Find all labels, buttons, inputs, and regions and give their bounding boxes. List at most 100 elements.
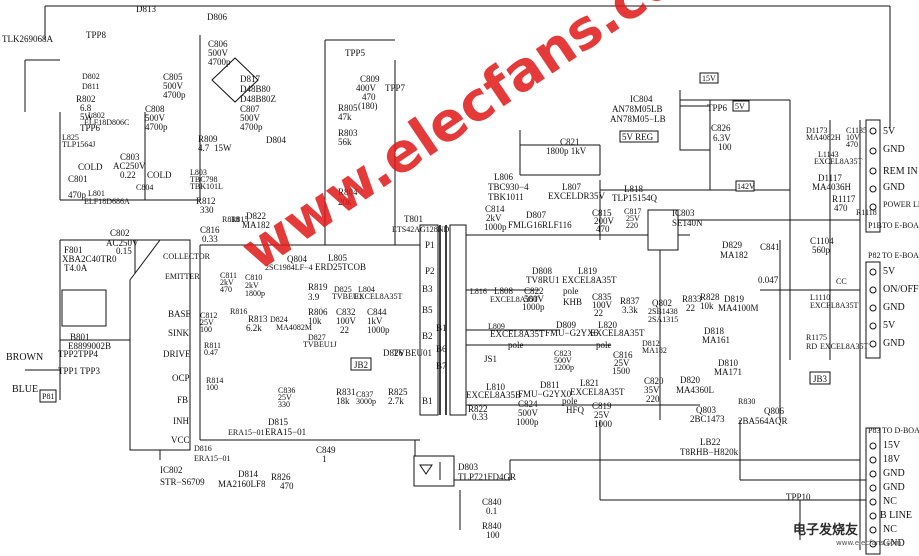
l805-part: ERD25TCOB	[315, 262, 366, 272]
f801-rating: T4.0A	[64, 263, 88, 273]
ic803-label: IC803	[672, 208, 695, 218]
c826-voltage: 6.3V	[713, 133, 731, 143]
c824-voltage: 500V	[518, 408, 539, 418]
c810-label: C810	[245, 273, 262, 282]
d815-part: ERA15−01	[265, 427, 306, 437]
c832-cap: 22	[340, 325, 349, 335]
r831-value: 18k	[336, 396, 350, 406]
p82-pin-2: ON/OFF	[883, 284, 919, 295]
tpp10-label: TPP10	[786, 492, 811, 502]
cold-b-label: COLD	[147, 170, 172, 180]
ic803-part: SE140N	[672, 218, 703, 228]
c803-cap: 0.22	[120, 170, 136, 180]
p82-pin-3: GND	[883, 302, 905, 313]
r804-value: 20k	[338, 197, 352, 207]
blue-label: BLUE	[12, 384, 38, 395]
tpp5-label: TPP5	[345, 48, 366, 58]
p83-pin-1: 15V	[883, 440, 901, 451]
l801-part: ELF18D686A	[84, 197, 130, 206]
r828-label: R828	[700, 292, 720, 302]
c816-label: C816	[200, 225, 220, 235]
tlk-label: TLK269068A	[2, 34, 53, 44]
d809-label: D809	[556, 320, 576, 330]
c844-label: C844	[367, 307, 387, 317]
r822-value: 0.33	[472, 412, 488, 422]
tpp2-label: TPP2	[58, 349, 78, 359]
c832-voltage: 100V	[336, 316, 357, 326]
t801-label: T801	[404, 214, 423, 224]
c820-voltage: 35V	[644, 385, 660, 395]
r805-label: R805	[338, 103, 358, 113]
d814-label: D814	[238, 469, 258, 479]
l819-part: EXCEL8A35T	[562, 275, 617, 285]
c817-cap: 220	[626, 221, 638, 230]
r802-watt: 5W	[80, 112, 94, 122]
r833-label: R833	[682, 294, 702, 304]
l803-label: L803	[190, 168, 207, 177]
tbk2-label: TBK101L	[190, 182, 223, 191]
c810-voltage: 2kV	[245, 281, 259, 290]
c820-label: C820	[644, 376, 664, 386]
c808-label: C808	[145, 104, 165, 114]
r803-value: 56k	[338, 137, 352, 147]
p82-pins	[869, 268, 877, 348]
l810-label: L810	[486, 382, 505, 392]
d1117-part: MA4036H	[812, 182, 852, 192]
r814-value: 100	[206, 383, 218, 392]
d806-label: D806	[207, 12, 227, 22]
pole-c: pole	[596, 340, 612, 350]
c805-cap: 4700p	[163, 90, 186, 100]
c836-voltage: 25V	[278, 393, 292, 402]
q802-label: Q802	[652, 298, 672, 308]
c812-cap: 100	[200, 325, 212, 334]
c819-cap: 1000	[594, 419, 613, 429]
d810-part: MA171	[714, 367, 742, 377]
corner-logo-url: www.elecfans.com	[836, 539, 901, 547]
l805-label: L805	[328, 253, 347, 263]
c804-label: C804	[136, 183, 153, 192]
lb22-part: T8RHB−H820k	[680, 447, 739, 457]
primary-labels: TLK269068A TPP8 D813 D806 C806 500V 4700…	[2, 4, 406, 207]
l801-label: L801	[88, 189, 105, 198]
p82-dest: TO E-BOARD	[882, 251, 919, 260]
l804-part: EXCEL8A35T	[354, 292, 403, 301]
c809-cap: 470	[362, 92, 376, 102]
l808-label: L808	[494, 286, 513, 296]
c817-voltage: 25V	[626, 214, 640, 223]
c807-label: C807	[240, 104, 260, 114]
d816-label: D816	[194, 444, 212, 453]
r840-label: R840	[482, 521, 502, 531]
r809-watt: 15W	[214, 143, 232, 153]
c801-cap: 470p	[68, 190, 87, 200]
p83-pin-5: NC	[883, 496, 897, 507]
r830-label: R830	[738, 397, 755, 406]
r811-label: R811	[204, 341, 221, 350]
c811-label: C811	[220, 271, 237, 280]
c809-voltage: 400V	[356, 83, 377, 93]
c814-cap: 1000p	[484, 222, 507, 232]
l802-part: ELF18D806C	[84, 118, 129, 127]
c837-cap: 3000p	[356, 397, 376, 406]
t801-part: ETS42AG128ND	[392, 225, 450, 234]
r1117-value: 470	[834, 203, 848, 213]
l821-label: L821	[580, 378, 599, 388]
c1135-label: C1135	[846, 126, 867, 135]
r811-value: 0.47	[204, 348, 218, 357]
r802-value: 6.8	[80, 103, 92, 113]
d807-part: FMLG16RLF116	[508, 220, 572, 230]
d816-part: ERA15−01	[194, 454, 231, 463]
r826-value: 470	[280, 481, 294, 491]
pin-b5: B5	[422, 305, 433, 315]
d1173-label: D1173	[806, 126, 827, 135]
r802-label: R802	[76, 94, 96, 104]
c844-voltage: 1kV	[367, 316, 383, 326]
r837-value: 3.3k	[622, 305, 638, 315]
d813-label: D813	[136, 4, 156, 14]
l810-part: EXCEL8A35B	[466, 390, 521, 400]
rd-label: RD	[806, 342, 817, 351]
jb2-label: JB2	[354, 360, 368, 370]
l820-label: L820	[598, 320, 617, 330]
r825-value: 2.7k	[388, 396, 404, 406]
c826-cap: 100	[718, 142, 732, 152]
